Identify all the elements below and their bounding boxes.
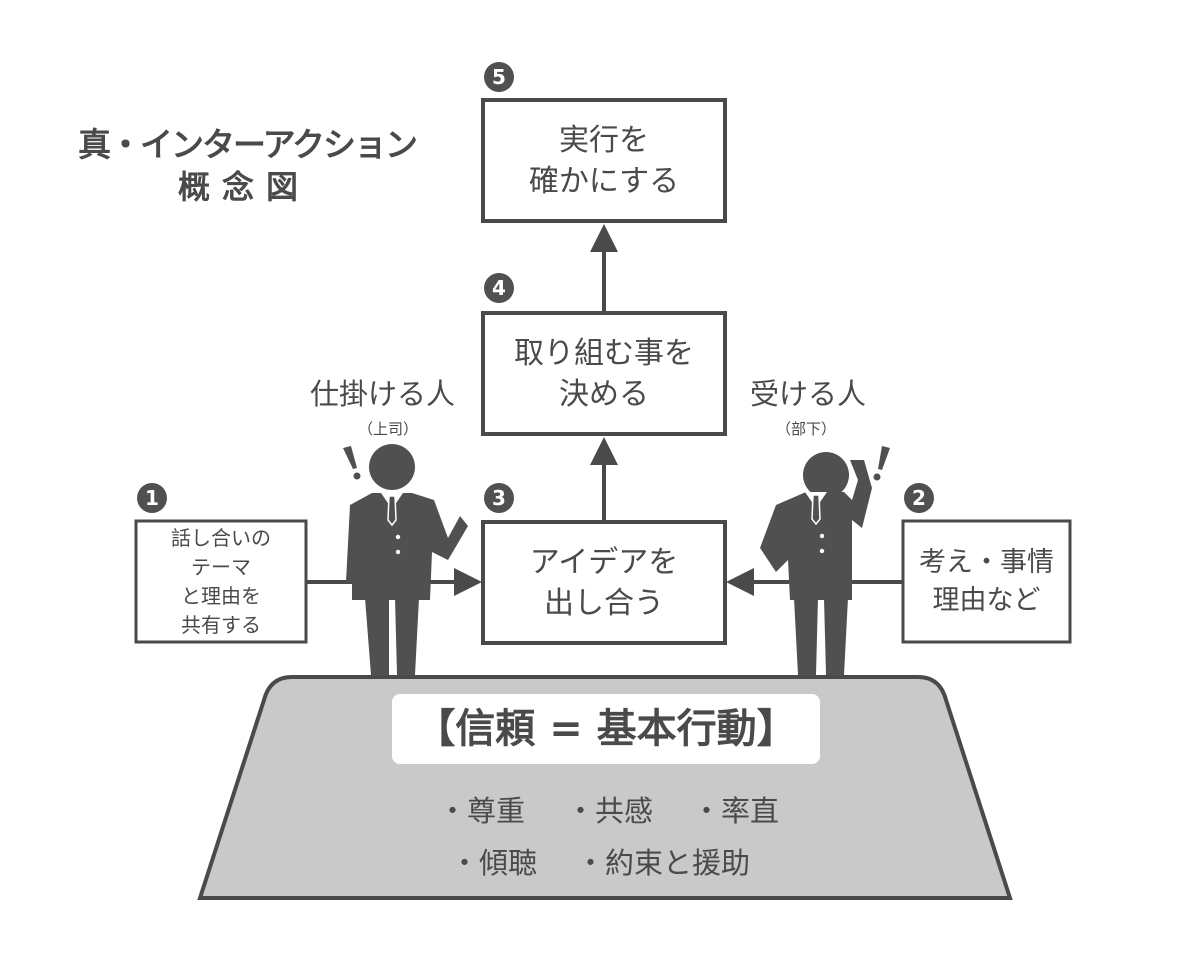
value-listening: ・傾聴 [450, 846, 538, 880]
step-2-number-badge: 2 [904, 483, 934, 513]
step-3-line-2: 出し合う [544, 585, 664, 621]
box-step-5 [481, 98, 727, 223]
diagram-subtitle: 概念図 [178, 168, 311, 206]
step-3-line-1: アイデアを [529, 544, 679, 580]
initiator-figure-icon [346, 444, 468, 675]
receiver-role-label: 受ける人 [750, 377, 867, 411]
step-1-line-1: 話し合いの [171, 525, 271, 550]
step-5-number-badge: 5 [484, 62, 514, 92]
receiver-role-sub: （部下） [776, 420, 837, 438]
diagram-title: 真・インターアクション [78, 125, 418, 164]
initiator-role-sub: （上司） [358, 420, 419, 438]
exclamation-icon-right [873, 446, 890, 481]
value-candor: ・率直 [692, 794, 780, 828]
box-step-1 [134, 519, 308, 644]
step-3-text: アイデアを 出し合う [483, 522, 725, 643]
step-1-line-4: 共有する [181, 612, 261, 637]
arrow-4-to-5-head [590, 224, 618, 252]
step-1-line-2: テーマ [191, 554, 251, 579]
step-2-text: 考え・事情 理由など [903, 521, 1070, 642]
step-2-line-1: 考え・事情 [919, 546, 1054, 578]
step-4-line-1: 取り組む事を [514, 335, 694, 371]
arrow-2-to-3-head [726, 568, 754, 596]
step-1-text: 話し合いの テーマ と理由を 共有する [136, 521, 306, 642]
exclamation-icon-left [343, 446, 361, 480]
value-respect: ・尊重 [438, 794, 526, 828]
value-empathy: ・共感 [566, 794, 654, 828]
step-5-text: 実行を 確かにする [483, 100, 725, 221]
box-step-3 [481, 520, 727, 645]
initiator-role-label: 仕掛ける人 [310, 377, 456, 411]
step-2-line-2: 理由など [932, 584, 1041, 616]
step-4-number-badge: 4 [484, 273, 514, 303]
step-4-text: 取り組む事を 決める [483, 313, 725, 434]
value-promise-support: ・約束と援助 [576, 846, 751, 880]
step-1-line-3: と理由を [181, 583, 261, 608]
arrow-1-to-3-head [454, 568, 482, 596]
arrow-3-to-4-head [590, 437, 618, 465]
step-4-line-2: 決める [559, 376, 649, 412]
step-3-number-badge: 3 [484, 483, 514, 513]
step-5-line-2: 確かにする [528, 163, 680, 199]
box-step-4 [481, 311, 727, 436]
step-1-number-badge: 1 [137, 483, 167, 513]
step-5-line-1: 実行を [559, 122, 649, 158]
receiver-figure-icon [760, 452, 872, 675]
trust-base-title: 【信頼 = 基本行動】 [392, 694, 820, 764]
